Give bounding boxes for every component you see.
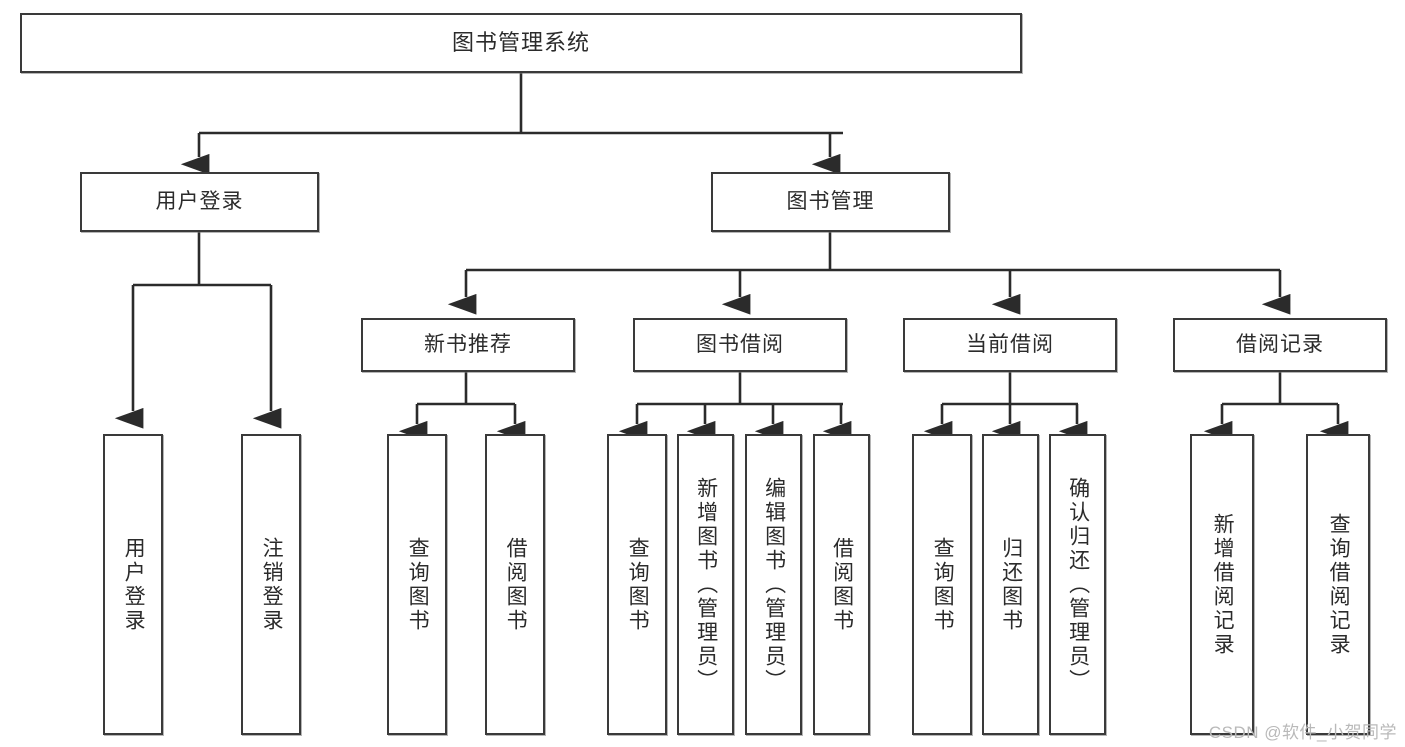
node-user-login[interactable]: 用户登录 — [80, 172, 319, 232]
node-label: 编辑图书（管理员） — [762, 476, 786, 693]
node-leaf-edit-book-admin[interactable]: 编辑图书（管理员） — [745, 434, 802, 735]
node-label: 图书管理 — [786, 190, 875, 214]
node-label: 查询借阅记录 — [1327, 512, 1351, 657]
node-label: 当前借阅 — [966, 333, 1054, 357]
node-borrow-record[interactable]: 借阅记录 — [1173, 318, 1387, 372]
node-label: 图书管理系统 — [451, 29, 590, 55]
node-label: 新增借阅记录 — [1211, 512, 1235, 657]
node-label: 查询图书 — [931, 536, 955, 633]
node-leaf-query-book-current[interactable]: 查询图书 — [912, 434, 972, 735]
node-leaf-borrow-book-recommend[interactable]: 借阅图书 — [485, 434, 545, 735]
node-label: 用户登录 — [122, 536, 146, 633]
node-book-borrow[interactable]: 图书借阅 — [633, 318, 847, 372]
watermark-text: CSDN @软件_小贺同学 — [1208, 723, 1397, 742]
node-label: 注销登录 — [260, 536, 284, 633]
node-leaf-borrow-book-borrow[interactable]: 借阅图书 — [813, 434, 870, 735]
node-label: 借阅图书 — [504, 536, 528, 633]
node-label: 用户登录 — [155, 190, 244, 214]
node-label: 图书借阅 — [696, 333, 784, 357]
node-leaf-confirm-return-admin[interactable]: 确认归还（管理员） — [1049, 434, 1106, 735]
node-leaf-user-login[interactable]: 用户登录 — [103, 434, 163, 735]
node-label: 借阅记录 — [1236, 333, 1324, 357]
node-leaf-add-book-admin[interactable]: 新增图书（管理员） — [677, 434, 734, 735]
node-leaf-query-book-borrow[interactable]: 查询图书 — [607, 434, 667, 735]
node-leaf-return-book[interactable]: 归还图书 — [982, 434, 1039, 735]
node-leaf-logout-login[interactable]: 注销登录 — [241, 434, 301, 735]
node-root-book-management-system[interactable]: 图书管理系统 — [20, 13, 1022, 73]
node-label: 查询图书 — [626, 536, 650, 633]
node-book-management[interactable]: 图书管理 — [711, 172, 950, 232]
node-new-book-recommend[interactable]: 新书推荐 — [361, 318, 575, 372]
node-leaf-query-book-recommend[interactable]: 查询图书 — [387, 434, 447, 735]
node-label: 新书推荐 — [424, 333, 512, 357]
node-current-borrow[interactable]: 当前借阅 — [903, 318, 1117, 372]
node-label: 借阅图书 — [830, 536, 854, 633]
node-leaf-query-borrow-record[interactable]: 查询借阅记录 — [1306, 434, 1370, 735]
node-leaf-add-borrow-record[interactable]: 新增借阅记录 — [1190, 434, 1254, 735]
node-label: 查询图书 — [406, 536, 430, 633]
node-label: 归还图书 — [999, 536, 1023, 633]
node-label: 确认归还（管理员） — [1066, 476, 1090, 693]
node-label: 新增图书（管理员） — [694, 476, 718, 693]
